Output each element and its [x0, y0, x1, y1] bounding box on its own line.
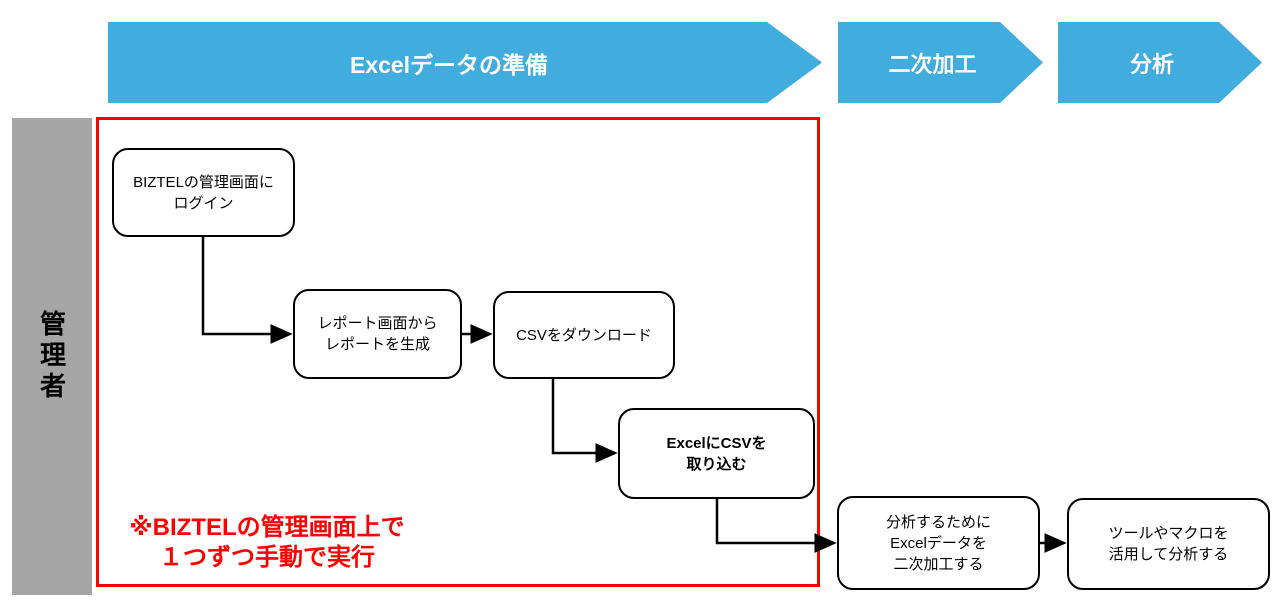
flow-node-text: レポート画面から [317, 315, 438, 332]
flow-node-text: 活用して分析する [1108, 546, 1229, 563]
stage-banner-secondary-processing: 二次加工 [838, 22, 1043, 103]
swimlane-label: 管理者 [36, 310, 67, 403]
stage-banner-analysis: 分析 [1058, 22, 1262, 103]
manual-execution-note-line: １つずつ手動で実行 [159, 544, 375, 571]
manual-execution-note-line: ※BIZTELの管理画面上で [129, 514, 405, 541]
flow-node-secondary-processing: 分析するために Excelデータを 二次加工する [837, 496, 1040, 590]
stage-banner-excel-data-prep: Excelデータの準備 [108, 22, 822, 103]
manual-steps-emphasis-frame [96, 117, 820, 587]
flow-node-text: Excelデータを [890, 534, 987, 552]
flow-node-import-csv-to-excel: ExcelにCSVを 取り込む [618, 408, 815, 499]
flow-node-text: 分析するために [885, 513, 991, 531]
flow-node-generate-report: レポート画面から レポートを生成 [293, 289, 462, 379]
flow-node-download-csv: CSVをダウンロード [493, 291, 675, 379]
manual-execution-note: ※BIZTELの管理画面上で １つずつ手動で実行 [100, 513, 434, 573]
flow-node-text: ログイン [173, 194, 234, 212]
stage-banner-label: 分析 [1129, 51, 1174, 77]
flow-node-text: ExcelにCSVを [666, 434, 767, 452]
flow-node-text: レポートを生成 [324, 336, 430, 353]
flow-node-biztel-login: BIZTELの管理画面に ログイン [112, 148, 295, 237]
flow-node-analyze-with-tools: ツールやマクロを 活用して分析する [1067, 498, 1270, 590]
flow-node-text: ツールやマクロを [1108, 525, 1229, 542]
flow-node-text: CSVをダウンロード [516, 326, 652, 344]
flow-node-text: BIZTELの管理画面に [133, 173, 274, 191]
stage-banner-label: Excelデータの準備 [349, 51, 549, 78]
flow-node-text: 二次加工する [893, 555, 984, 573]
stage-banner-label: 二次加工 [888, 51, 977, 77]
flow-node-text: 取り込む [686, 455, 747, 473]
swimlane-administrator: 管理者 [12, 118, 92, 595]
